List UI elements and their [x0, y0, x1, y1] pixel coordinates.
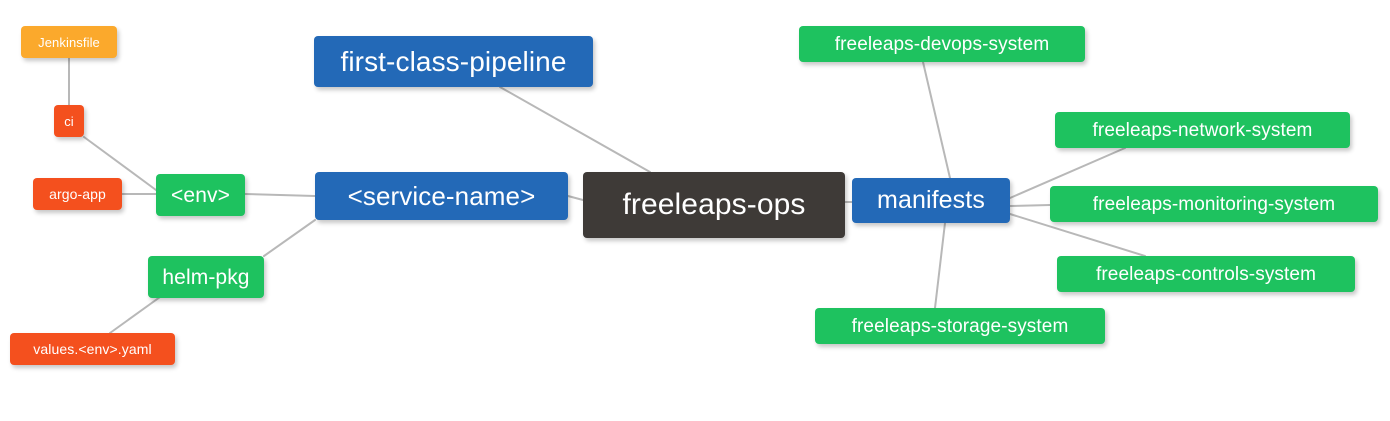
node-freeleaps-network-system[interactable]: freeleaps-network-system [1055, 112, 1350, 148]
node-label: <service-name> [347, 181, 536, 211]
edge-first-class-pipeline-to-freeleaps-ops [499, 86, 651, 173]
node-label: values.<env>.yaml [33, 341, 152, 357]
node-label: freeleaps-controls-system [1095, 263, 1317, 285]
node-jenkinsfile[interactable]: Jenkinsfile [21, 26, 117, 58]
node-freeleaps-storage-system[interactable]: freeleaps-storage-system [815, 308, 1105, 344]
node-label: freeleaps-ops [622, 188, 806, 221]
node-first-class-pipeline[interactable]: first-class-pipeline [314, 36, 593, 87]
node-argo-app[interactable]: argo-app [33, 178, 122, 210]
node-freeleaps-ops[interactable]: freeleaps-ops [583, 172, 845, 238]
edge-env-to-service-name [244, 193, 316, 197]
node-label: manifests [877, 186, 985, 214]
node-label: argo-app [49, 186, 106, 202]
edge-helm-pkg-to-values-yaml [109, 291, 168, 334]
node-helm-pkg[interactable]: helm-pkg [148, 256, 264, 298]
node-label: freeleaps-devops-system [834, 33, 1050, 55]
node-values-yaml[interactable]: values.<env>.yaml [10, 333, 175, 365]
edge-manifests-to-freeleaps-devops-system [922, 61, 951, 179]
edge-manifests-to-freeleaps-storage-system [934, 222, 946, 309]
node-service-name[interactable]: <service-name> [315, 172, 568, 220]
node-label: freeleaps-network-system [1092, 119, 1313, 141]
node-env[interactable]: <env> [156, 174, 245, 216]
node-label: freeleaps-storage-system [851, 315, 1069, 337]
node-ci[interactable]: ci [54, 105, 84, 137]
node-freeleaps-devops-system[interactable]: freeleaps-devops-system [799, 26, 1085, 62]
node-label: helm-pkg [162, 265, 250, 289]
edge-service-name-to-helm-pkg [263, 219, 316, 257]
edge-service-name-to-freeleaps-ops [567, 195, 584, 201]
node-label: Jenkinsfile [38, 34, 100, 50]
node-manifests[interactable]: manifests [852, 178, 1010, 223]
node-freeleaps-monitoring-system[interactable]: freeleaps-monitoring-system [1050, 186, 1378, 222]
node-label: <env> [171, 183, 230, 207]
node-label: ci [64, 113, 74, 129]
node-freeleaps-controls-system[interactable]: freeleaps-controls-system [1057, 256, 1355, 292]
node-label: freeleaps-monitoring-system [1092, 193, 1336, 215]
node-label: first-class-pipeline [340, 45, 567, 77]
edge-manifests-to-freeleaps-monitoring-system [1009, 204, 1051, 207]
